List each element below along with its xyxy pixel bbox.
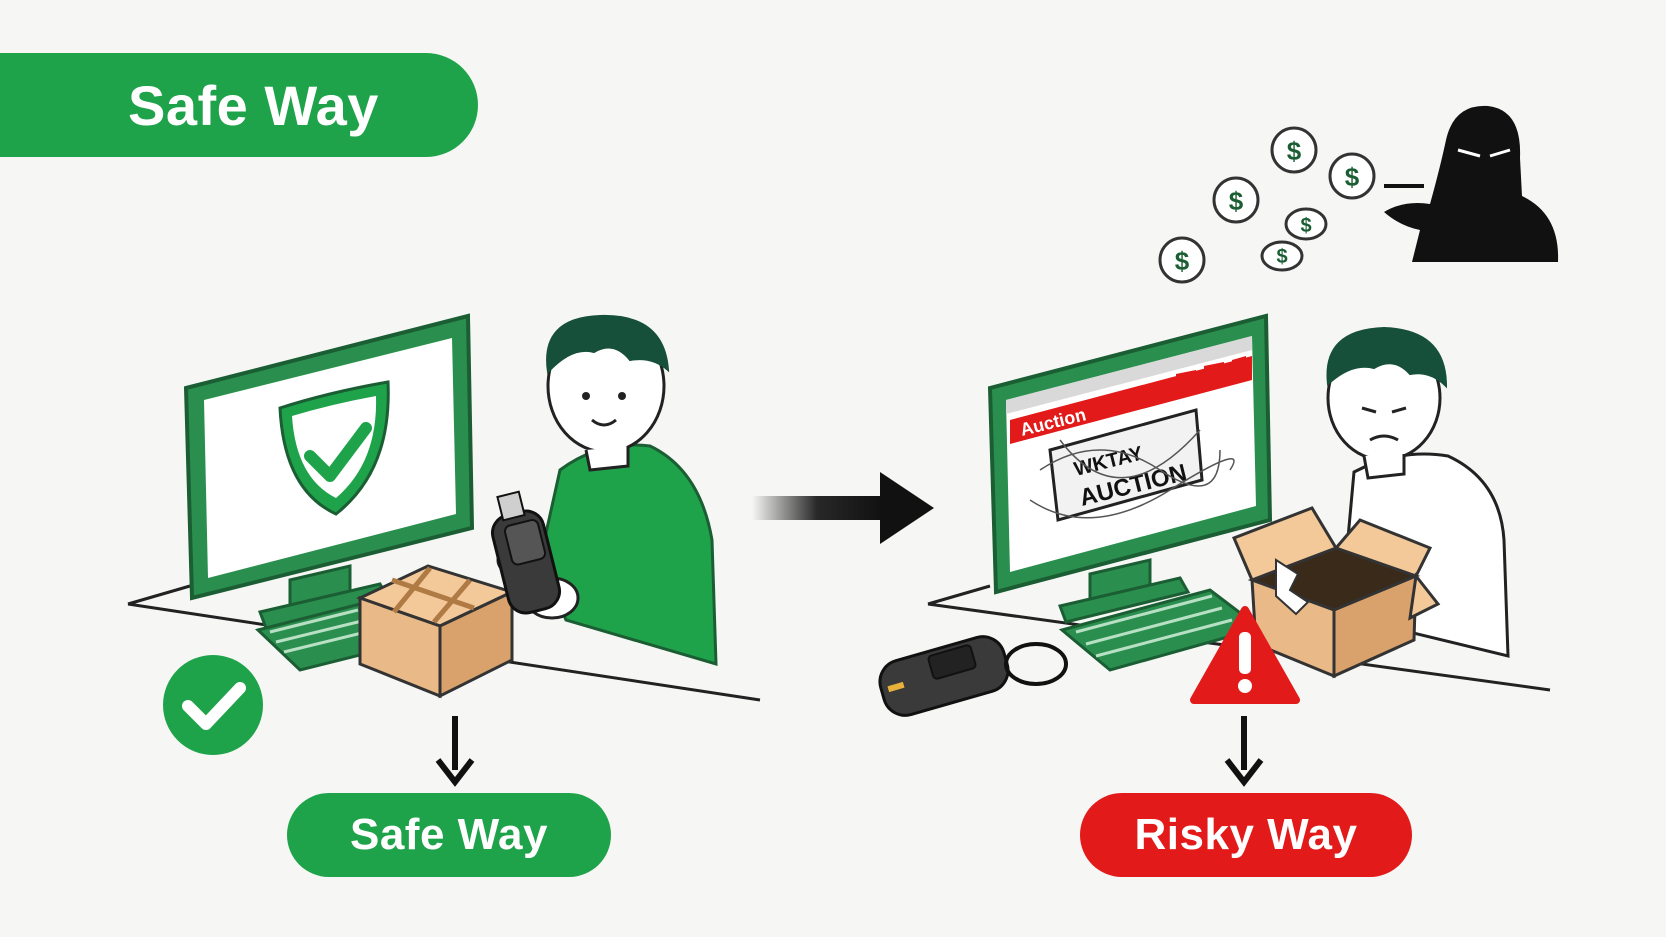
arrow-down-icon [1224, 716, 1264, 787]
svg-text:$: $ [1175, 246, 1190, 276]
usb-drive-icon [490, 490, 562, 615]
svg-text:$: $ [1276, 246, 1287, 268]
dollar-coin-icon: $ [1212, 176, 1260, 224]
svg-text:$: $ [1229, 186, 1244, 216]
svg-text:$: $ [1300, 215, 1311, 237]
dollar-coin-icon: $ [1158, 236, 1206, 284]
header-safe-way-label: Safe Way [0, 53, 478, 157]
safe-monitor [183, 313, 475, 630]
dollar-coin-icon: $ [1328, 152, 1376, 200]
arrow-right-icon [752, 472, 934, 544]
risky-open-box [1232, 506, 1441, 679]
safe-way-result-label: Safe Way [287, 793, 611, 877]
risky-keyboard [1058, 588, 1264, 672]
risky-way-result-label: Risky Way [1080, 793, 1412, 877]
dollar-coin-icon: $ [1260, 240, 1304, 272]
hooded-thief-icon [1384, 105, 1559, 262]
svg-text:$: $ [1287, 136, 1302, 166]
usb-drive-icon [878, 635, 1068, 717]
check-circle-icon [163, 655, 263, 755]
dollar-coin-icon: $ [1284, 207, 1328, 241]
safe-person [496, 314, 718, 667]
arrow-down-icon [435, 716, 475, 787]
dollar-coins: $ $ $ $ $ $ [1158, 126, 1376, 284]
risky-monitor: Auction WKTAY AUCTION [987, 313, 1273, 624]
risky-scene: $ $ $ $ $ $ [878, 105, 1559, 787]
safe-scene [127, 313, 761, 787]
warning-triangle-icon [1190, 606, 1300, 704]
dollar-coin-icon: $ [1270, 126, 1318, 174]
safe-package-box [356, 564, 517, 699]
shield-check-icon [278, 380, 390, 516]
svg-text:$: $ [1345, 162, 1360, 192]
